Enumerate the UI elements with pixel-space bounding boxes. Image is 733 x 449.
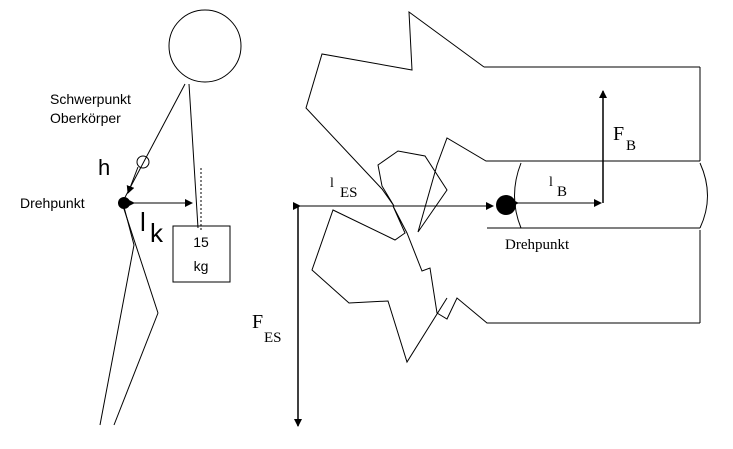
figure-torso-back bbox=[121, 83, 186, 204]
vertebral-body-left-curve bbox=[514, 162, 522, 229]
vertebra-lower-outline bbox=[311, 205, 700, 364]
lever-b-subscript: B bbox=[557, 184, 567, 200]
force-es-label: F bbox=[252, 311, 263, 333]
force-b-subscript: B bbox=[626, 138, 636, 154]
weight-box bbox=[172, 225, 231, 283]
weight-value: 15 bbox=[193, 234, 209, 250]
figure-leg-back bbox=[99, 206, 135, 426]
pivot-dot-left bbox=[118, 197, 130, 209]
vertebral-body-right-curve bbox=[699, 162, 708, 229]
weight-unit: kg bbox=[194, 258, 209, 274]
pivot-dot-right bbox=[496, 195, 516, 215]
pivot-label-left: Drehpunkt bbox=[20, 195, 85, 211]
center-of-mass-label-line1: Schwerpunkt bbox=[50, 91, 131, 107]
figure-shin bbox=[113, 312, 159, 426]
lever-es-subscript: ES bbox=[340, 185, 358, 201]
lk-label: l bbox=[140, 207, 146, 237]
vertebra-upper-outline bbox=[305, 10, 700, 233]
center-of-mass-marker bbox=[136, 155, 150, 169]
h-label: h bbox=[98, 155, 110, 180]
force-es-subscript: ES bbox=[264, 330, 282, 346]
pivot-label-right: Drehpunkt bbox=[505, 237, 570, 253]
lever-b-label: l bbox=[549, 175, 553, 190]
h-arrow bbox=[126, 166, 139, 194]
lever-es-label: l bbox=[330, 176, 334, 191]
stick-figure bbox=[99, 9, 242, 426]
vertebra-outline bbox=[305, 10, 708, 364]
force-b-label: F bbox=[613, 123, 624, 145]
lk-subscript: k bbox=[150, 218, 164, 248]
figure-arm bbox=[188, 83, 199, 229]
figure-head bbox=[168, 9, 242, 83]
center-of-mass-label-line2: Oberkörper bbox=[50, 110, 121, 126]
